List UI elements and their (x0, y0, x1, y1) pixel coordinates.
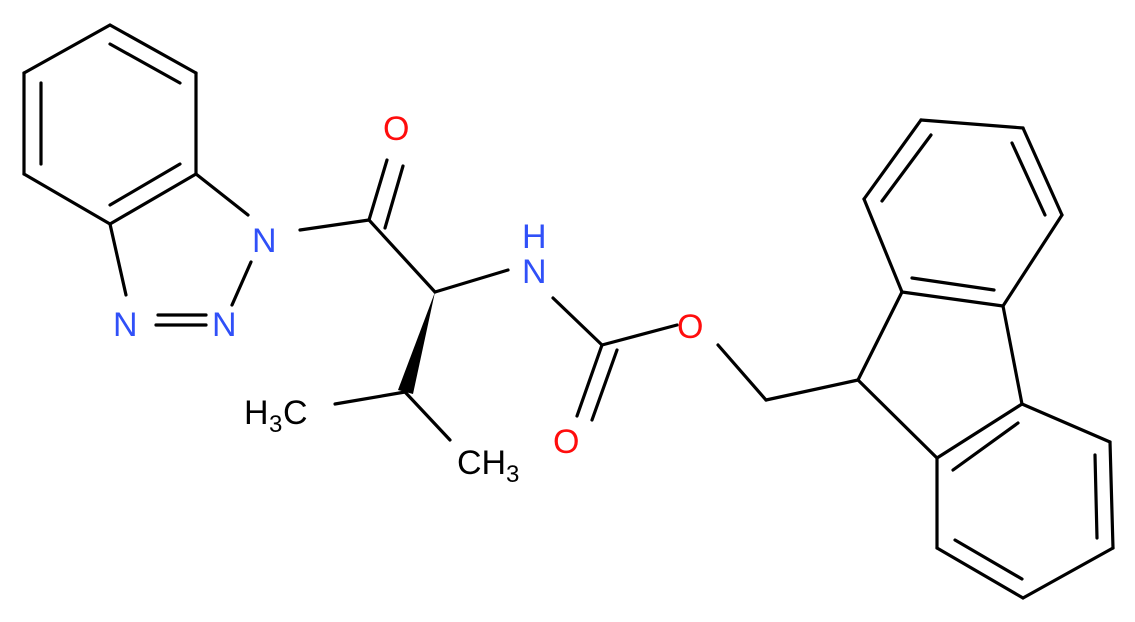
fluorenyl-group (856, 118, 1115, 600)
methyl-left-subscript: 3 (269, 411, 282, 438)
methyl-left-c: C (283, 394, 308, 432)
methyl-right-subscript: 3 (506, 461, 519, 488)
acyl-chain (298, 158, 510, 442)
triazole-ring (108, 172, 253, 327)
amide-hydrogen-label: H (522, 218, 547, 256)
methyl-left-h: H (244, 394, 269, 432)
oxygen-ester-label: O (677, 308, 703, 346)
amide-nitrogen-label: N (522, 253, 547, 291)
carbamate-linkage (551, 296, 860, 422)
oxygen-ketone-label: O (383, 110, 409, 148)
oxygen-carbonyl-label: O (553, 423, 579, 461)
methyl-left-label: H 3 C (244, 394, 308, 438)
nitrogen-n2-label: N (212, 306, 237, 344)
benzotriazole-benzene-ring (22, 23, 198, 226)
methyl-right-ch: CH (457, 444, 506, 482)
nitrogen-n1-label: N (252, 222, 277, 260)
wedge-bond (398, 292, 435, 394)
methyl-right-label: CH 3 (457, 444, 519, 488)
nitrogen-n3-label: N (113, 306, 138, 344)
